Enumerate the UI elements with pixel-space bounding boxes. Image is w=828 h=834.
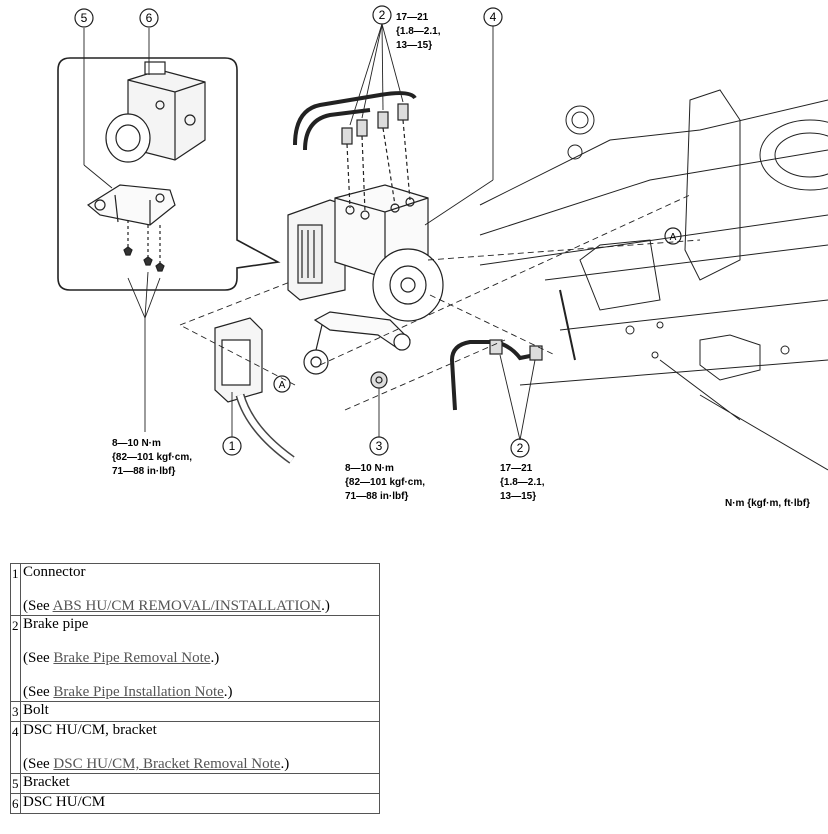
exploded-view-diagram: 5 6 2 4 1 3 2 A A 17—21 {1.8—2.1, 13—15}… (57, 5, 828, 509)
svg-text:17—21: 17—21 (396, 12, 429, 23)
see-suffix: .) (210, 650, 220, 666)
callout-5: 5 (74, 8, 94, 28)
bolt-3 (370, 371, 388, 437)
legend-item-description: Brake pipe (See Brake Pipe Removal Note.)… (20, 615, 380, 702)
reference-a-right: A (664, 227, 682, 245)
brake-pipes-top (293, 23, 417, 213)
legend-item-number: 4 (10, 721, 21, 774)
svg-text:6: 6 (146, 11, 153, 25)
svg-text:3: 3 (376, 439, 383, 453)
see-prefix: (See (23, 598, 53, 614)
svg-text:{1.8—2.1,: {1.8—2.1, (396, 26, 441, 37)
legend-item-number: 6 (10, 793, 21, 814)
callout-2-top: 2 (372, 5, 392, 25)
callout-4: 4 (483, 7, 503, 27)
legend-item-number: 2 (10, 615, 21, 702)
inset-bolts (123, 220, 165, 272)
dsc-hu-cm-assembly (287, 184, 444, 375)
svg-text:17—21: 17—21 (500, 463, 533, 474)
see-suffix: .) (321, 598, 330, 614)
see-suffix: .) (280, 756, 290, 772)
see-prefix: (See (23, 650, 54, 666)
svg-text:2: 2 (517, 441, 524, 455)
legend-item-number: 1 (10, 563, 21, 616)
legend-item-description: DSC HU/CM (20, 793, 380, 814)
see-suffix: .) (223, 684, 233, 700)
svg-text:1: 1 (229, 439, 236, 453)
svg-text:71—88 in·lbf}: 71—88 in·lbf} (345, 491, 408, 502)
legend-item-number: 5 (10, 773, 21, 794)
units-note: N·m {kgf·m, ft·lbf} (725, 498, 810, 509)
svg-text:{1.8—2.1,: {1.8—2.1, (500, 477, 545, 488)
svg-text:{82—101 kgf·cm,: {82—101 kgf·cm, (112, 452, 192, 463)
svg-text:A: A (670, 232, 677, 243)
legend-item-name: Bolt (23, 702, 49, 718)
see-reference-link[interactable]: Brake Pipe Installation Note (53, 684, 224, 700)
see-reference: (See ABS HU/CM REMOVAL/INSTALLATION.) (23, 598, 377, 615)
inset-detail (57, 57, 281, 291)
brake-pipes-lower (449, 339, 543, 441)
svg-text:5: 5 (81, 11, 88, 25)
see-reference-link[interactable]: Brake Pipe Removal Note (53, 650, 211, 666)
see-prefix: (See (23, 684, 54, 700)
see-reference: (See DSC HU/CM, Bracket Removal Note.) (23, 756, 377, 773)
svg-text:A: A (279, 380, 286, 391)
torque-bolt: 8—10 N·m {82—101 kgf·cm, 71—88 in·lbf} (345, 463, 425, 502)
callout-1: 1 (222, 436, 242, 456)
svg-text:71—88 in·lbf}: 71—88 in·lbf} (112, 466, 175, 477)
legend-item-name: Connector (23, 564, 86, 580)
svg-text:2: 2 (379, 8, 386, 22)
see-reference-link[interactable]: DSC HU/CM, Bracket Removal Note (53, 756, 281, 772)
legend-item-description: Bracket (20, 773, 380, 794)
torque-bracket-bolts: 8—10 N·m {82—101 kgf·cm, 71—88 in·lbf} (112, 438, 192, 477)
svg-text:13—15}: 13—15} (396, 40, 432, 51)
inset-bracket (86, 184, 176, 226)
callout-6: 6 (139, 8, 159, 28)
callout-2-bottom: 2 (510, 438, 530, 458)
legend-item-description: DSC HU/CM, bracket (See DSC HU/CM, Bracke… (20, 721, 380, 774)
vehicle-body (479, 89, 828, 471)
alignment-lines (179, 194, 701, 411)
svg-text:13—15}: 13—15} (500, 491, 536, 502)
inset-dsc-unit (105, 61, 206, 163)
torque-lower-pipe: 17—21 {1.8—2.1, 13—15} (500, 463, 545, 502)
reference-a-left: A (273, 375, 291, 393)
svg-text:{82—101 kgf·cm,: {82—101 kgf·cm, (345, 477, 425, 488)
see-reference: (See Brake Pipe Installation Note.) (23, 684, 377, 701)
legend-item-name: Bracket (23, 774, 70, 790)
legend-item-name: DSC HU/CM (23, 794, 106, 810)
legend-item-name: Brake pipe (23, 616, 89, 632)
see-reference: (See Brake Pipe Removal Note.) (23, 650, 377, 667)
see-prefix: (See (23, 756, 54, 772)
svg-text:4: 4 (490, 10, 497, 24)
legend-item-description: Connector (See ABS HU/CM REMOVAL/INSTALLA… (20, 563, 380, 616)
connector (214, 317, 295, 464)
svg-text:8—10 N·m: 8—10 N·m (345, 463, 394, 474)
callout-3: 3 (369, 436, 389, 456)
torque-top-pipe: 17—21 {1.8—2.1, 13—15} (396, 12, 441, 51)
legend-item-name: DSC HU/CM, bracket (23, 722, 157, 738)
see-reference-link[interactable]: ABS HU/CM REMOVAL/INSTALLATION (52, 598, 322, 614)
svg-text:8—10 N·m: 8—10 N·m (112, 438, 161, 449)
legend-item-number: 3 (10, 701, 21, 722)
legend-item-description: Bolt (20, 701, 380, 722)
